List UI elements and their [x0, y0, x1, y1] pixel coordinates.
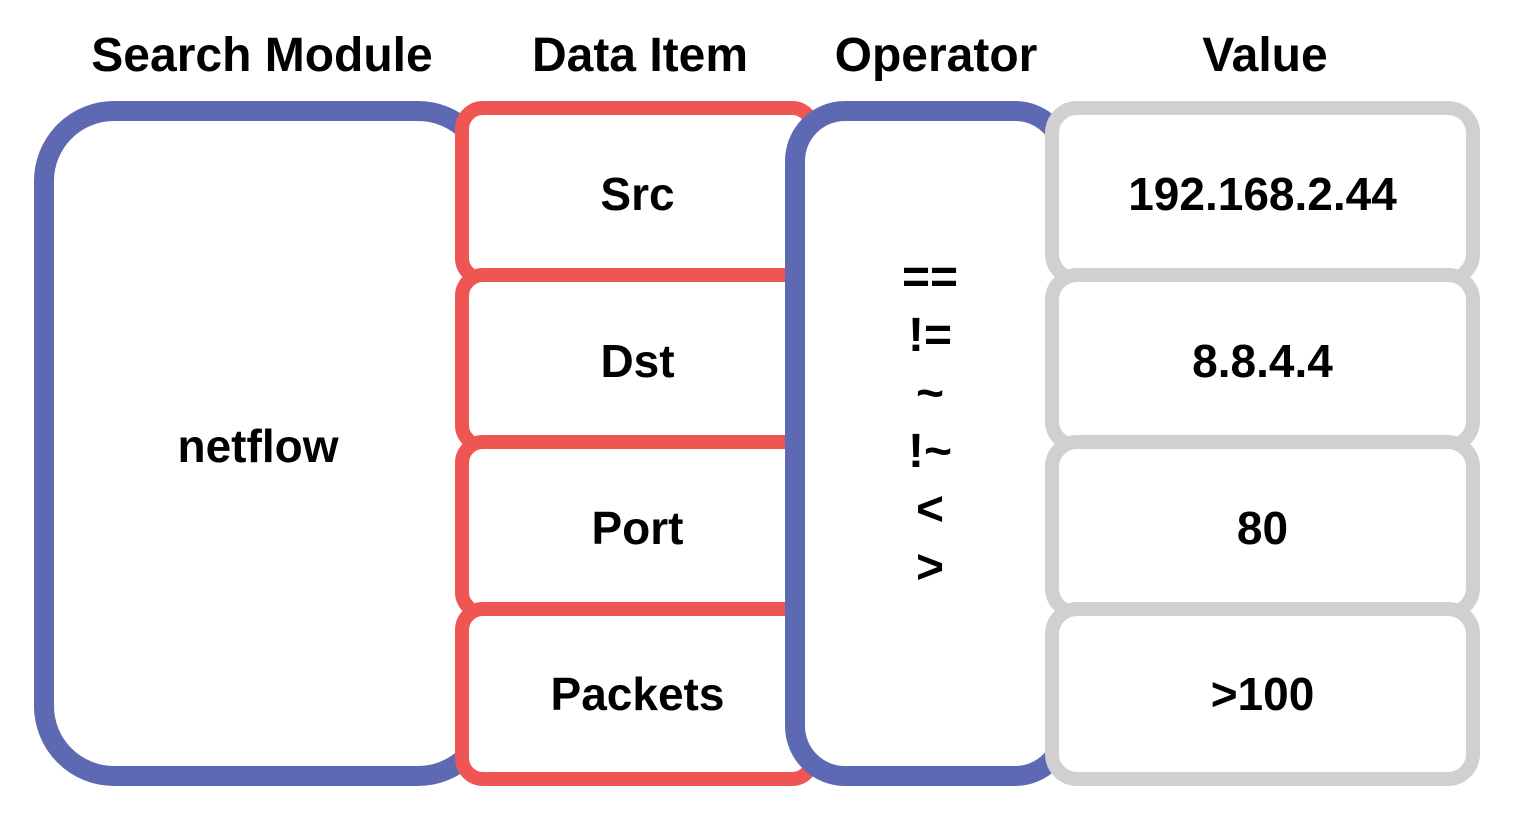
operator-less-than: < — [915, 482, 945, 536]
value-src: 192.168.2.44 — [1045, 101, 1480, 286]
search-module-box: netflow — [34, 101, 498, 786]
data-item-header: Data Item — [531, 29, 749, 82]
search-module-label: netflow — [177, 419, 339, 472]
data-item-label: Port — [591, 501, 684, 554]
data-item-src: Src — [455, 101, 820, 286]
data-item-label: Dst — [600, 334, 675, 387]
value-port: 80 — [1045, 435, 1480, 620]
search-module-header: Search Module — [91, 29, 433, 82]
value-label: 80 — [1236, 501, 1289, 554]
operator-match: ~ — [915, 366, 945, 420]
data-item-label: Src — [600, 167, 675, 220]
value-label: >100 — [1210, 668, 1315, 720]
operator-greater-than: > — [915, 540, 945, 594]
operator-equals: == — [901, 250, 959, 304]
data-item-packets: Packets — [455, 602, 820, 786]
value-label: 8.8.4.4 — [1192, 334, 1333, 387]
data-item-dst: Dst — [455, 268, 820, 453]
operator-list: == != ~ !~ < > — [902, 249, 958, 597]
operator-not-equals: != — [907, 308, 952, 362]
operator-header: Operator — [834, 29, 1038, 82]
operator-box: == != ~ !~ < > — [785, 101, 1075, 786]
data-item-label: Packets — [550, 668, 725, 720]
value-packets: >100 — [1045, 602, 1480, 786]
operator-not-match: !~ — [907, 424, 952, 478]
value-dst: 8.8.4.4 — [1045, 268, 1480, 453]
value-label: 192.168.2.44 — [1128, 167, 1397, 220]
value-header: Value — [1202, 29, 1328, 82]
data-item-port: Port — [455, 435, 820, 620]
